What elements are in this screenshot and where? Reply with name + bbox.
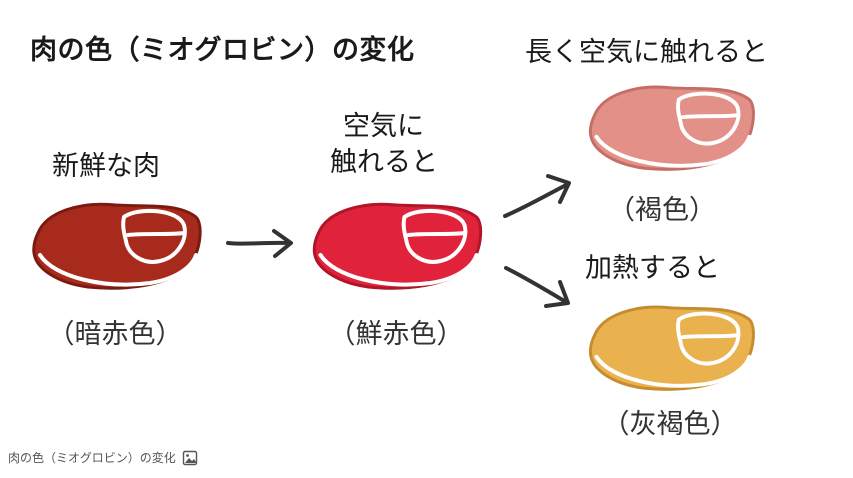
color-name-bright-red: （鮮赤色）	[328, 319, 464, 350]
meat-dark-red	[32, 202, 202, 290]
diagram-title: 肉の色（ミオグロビン）の変化	[30, 35, 415, 66]
arrow-air-to-brown	[503, 174, 571, 218]
arrow-air-to-heated	[504, 266, 570, 308]
meat-color-diagram: 肉の色（ミオグロビン）の変化 新鮮な肉 （暗赤色） 空気に 触れると （鮮赤色）…	[30, 35, 768, 440]
color-name-brown: （褐色）	[608, 195, 716, 226]
label-long-air: 長く空気に触れると	[525, 37, 768, 68]
image-caption: 肉の色（ミオグロビン）の変化	[8, 449, 198, 466]
arrow-fresh-to-air	[226, 229, 293, 258]
caption-text: 肉の色（ミオグロビン）の変化	[8, 451, 176, 465]
label-heated: 加熱すると	[585, 253, 720, 284]
color-name-grayish-brown: （灰褐色）	[602, 409, 738, 440]
meat-bright-red	[312, 202, 483, 290]
color-name-dark-red: （暗赤色）	[47, 319, 183, 350]
meat-brown	[588, 85, 755, 171]
meat-grayish-brown	[588, 305, 755, 391]
arrows-layer	[226, 174, 571, 308]
image-icon[interactable]	[182, 450, 198, 466]
label-air-line1: 空気に	[343, 111, 424, 142]
label-fresh-meat: 新鮮な肉	[52, 151, 160, 182]
label-air-line2: 触れると	[330, 147, 438, 178]
